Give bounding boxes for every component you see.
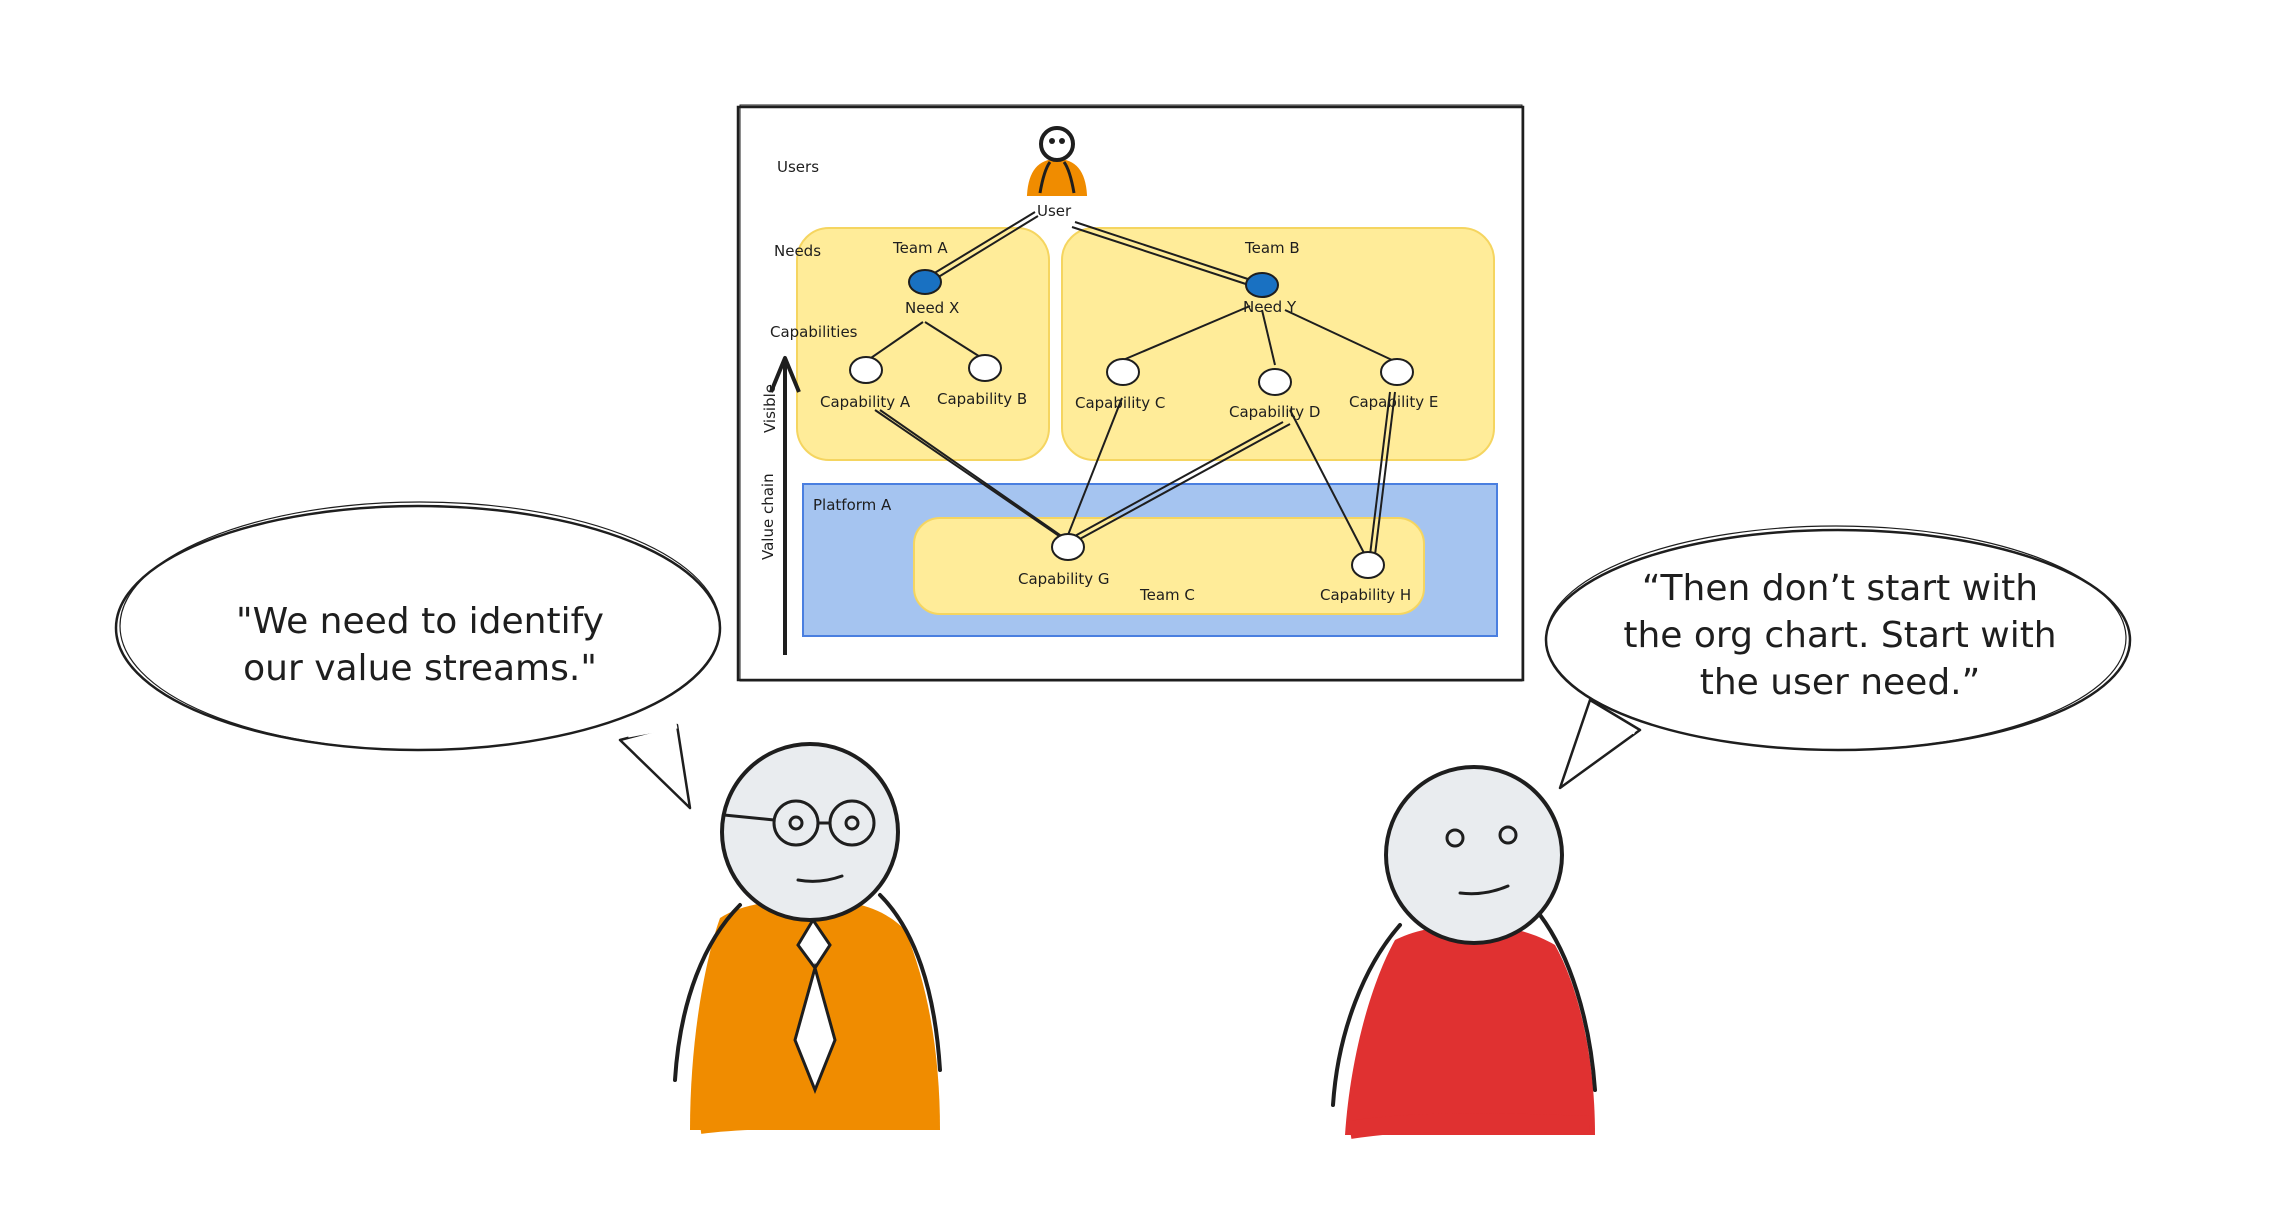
left-speech-line-1: "We need to identify (236, 601, 604, 642)
left-bubble-tail (618, 723, 692, 810)
team-c-label: Team C (1139, 586, 1195, 604)
left-speech-line-2: our value streams." (243, 648, 597, 689)
left-person-eye-left (788, 815, 804, 831)
board-frame-sketch (739, 104, 1523, 682)
user-eye-right (1059, 138, 1065, 144)
capability-g-label: Capability G (1018, 570, 1110, 588)
team-a-label: Team A (892, 239, 948, 257)
axis-visible-label: Visible (761, 384, 779, 433)
team-c-box (913, 517, 1425, 615)
left-person (673, 742, 942, 1134)
need-x-node (908, 269, 942, 295)
axis-users-label: Users (777, 158, 819, 176)
right-person-mouth (1458, 884, 1510, 896)
capability-a-label: Capability A (820, 393, 911, 411)
left-bubble-sketch (119, 501, 721, 751)
capability-h-label: Capability H (1320, 586, 1411, 604)
right-person-shirt (1345, 925, 1595, 1135)
left-speech-bubble: "We need to identify our value streams." (114, 501, 722, 810)
axis-needs-label: Needs (774, 242, 821, 260)
left-person-mouth (796, 874, 844, 883)
right-person-eye-right (1498, 825, 1518, 845)
left-person-eye-right (844, 815, 860, 831)
axis-capabilities-label: Capabilities (770, 323, 858, 341)
need-x-label: Need X (905, 299, 959, 317)
capability-g-node (1051, 533, 1085, 561)
right-speech-line-2: the org chart. Start with (1623, 615, 2056, 656)
capability-d-node (1258, 368, 1292, 396)
capability-c-node (1106, 358, 1140, 386)
left-person-head (720, 742, 900, 922)
platform-a-label: Platform A (813, 496, 892, 514)
user-label: User (1037, 202, 1072, 220)
capability-b-label: Capability B (937, 390, 1027, 408)
need-y-node (1245, 272, 1279, 298)
team-b-label: Team B (1244, 239, 1300, 257)
team-a-box (796, 227, 1050, 461)
capability-c-label: Capability C (1075, 394, 1165, 412)
right-bubble-sketch (1545, 525, 2127, 751)
left-person-arms (673, 893, 942, 1082)
axis-value-chain-label: Value chain (759, 473, 777, 560)
right-person-eye-left (1445, 828, 1465, 848)
tie-icon (793, 962, 837, 1095)
capability-nodes (849, 354, 1414, 579)
team-b-box (1061, 227, 1495, 461)
user-figure (1026, 126, 1088, 196)
diagram-board: Users Needs Capabilities Visible Value c… (736, 104, 1525, 682)
capability-b-node (968, 354, 1002, 382)
user-head (1039, 126, 1075, 162)
right-speech-line-3: the user need.” (1700, 662, 1981, 703)
capability-a-node (849, 356, 883, 384)
capability-e-label: Capability E (1349, 393, 1438, 411)
right-speech-line-1: “Then don’t start with (1642, 568, 2038, 609)
right-speech-bubble: “Then don’t start with the org chart. St… (1544, 525, 2132, 790)
need-y-label: Need Y (1243, 298, 1297, 316)
user-eye-left (1049, 138, 1055, 144)
capability-e-node (1380, 358, 1414, 386)
right-person-head (1384, 765, 1564, 945)
axis-arrowhead (769, 356, 801, 393)
capability-d-label: Capability D (1229, 403, 1320, 421)
connectors (867, 211, 1396, 556)
right-person-arms (1331, 913, 1597, 1107)
capability-h-node (1351, 551, 1385, 579)
right-person (1331, 765, 1597, 1139)
